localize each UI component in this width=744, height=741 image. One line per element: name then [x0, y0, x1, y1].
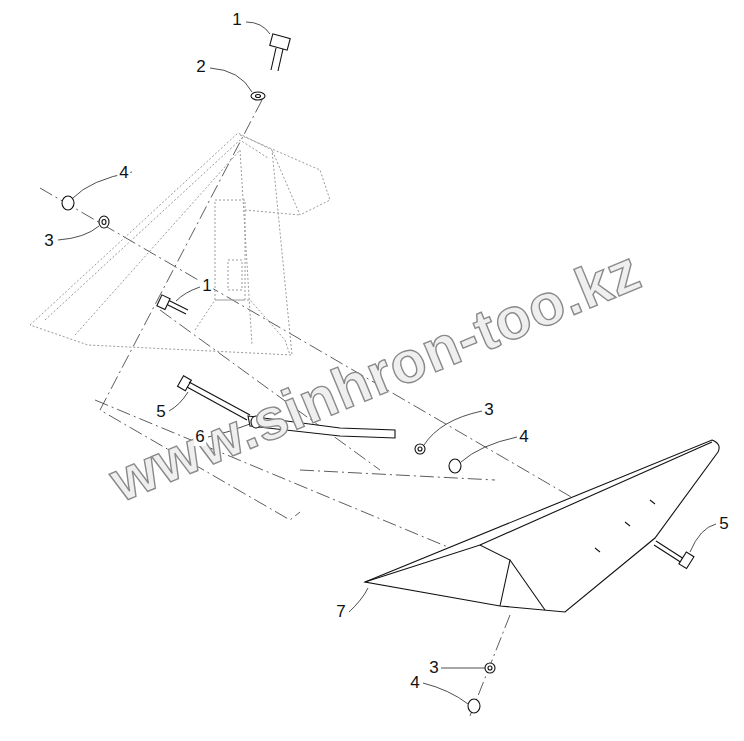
watermark: www.sinhron-too.kz — [100, 236, 649, 515]
callout-number: 5 — [154, 403, 167, 421]
callout-number: 3 — [482, 401, 495, 419]
callout-number: 2 — [194, 58, 207, 76]
callout-number: 4 — [517, 428, 530, 446]
callout-number: 4 — [117, 164, 130, 182]
callout-number: 3 — [427, 659, 440, 677]
callout-number: 5 — [717, 515, 730, 533]
callout-number: 6 — [193, 428, 206, 446]
callout-number: 1 — [200, 277, 213, 295]
callout-number: 4 — [408, 674, 421, 692]
callout-number: 3 — [42, 232, 55, 250]
callout-number: 7 — [334, 603, 347, 621]
callout-number: 1 — [230, 11, 243, 29]
